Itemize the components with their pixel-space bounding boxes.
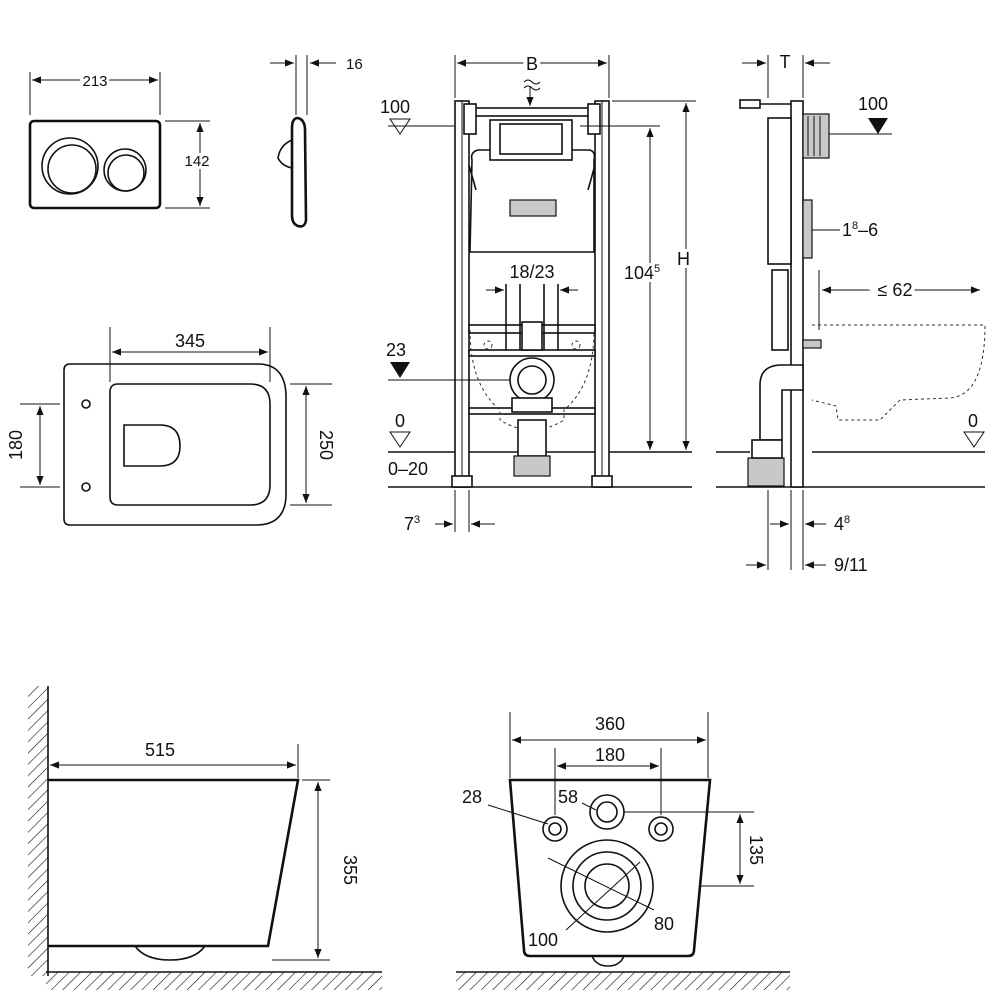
flush-plate-side-view: 16: [270, 55, 363, 228]
flush-button-large: [41, 137, 99, 195]
frame-front-level-drain: 23: [386, 340, 406, 360]
seat-inner-outline: [109, 383, 271, 506]
flush-plate-width-label: 213: [82, 73, 107, 90]
frame-side-view: T 100 18–6 ≤ 62 0 48 9/11: [716, 52, 986, 575]
foot-offset-label: 73: [404, 514, 420, 534]
frame-front-floor-range: 0–20: [388, 459, 428, 479]
drain-elbow: [509, 357, 555, 403]
side-drain-elbow: [759, 364, 804, 441]
bowl-side-view: 515 355: [28, 686, 382, 990]
brand-badge: [509, 199, 557, 217]
adjust-range-label: 18–6: [842, 220, 878, 240]
bowl-side-outline: [48, 778, 300, 948]
seat-top-view: 345 180 250: [6, 327, 336, 526]
inlet-dia-label: 58: [558, 787, 578, 807]
frame-front-level-floor: 0: [395, 411, 405, 431]
seat-depth-right-label: 250: [316, 430, 336, 460]
seat-outline: [63, 363, 287, 526]
bolt-spacing-label: 18/23: [509, 262, 554, 282]
bowl-back-outline: [508, 778, 712, 958]
frame-thickness-label: T: [780, 52, 791, 72]
cistern-body: [469, 149, 596, 253]
bowl-height-label: 355: [340, 855, 360, 885]
outlet-inner-dia-label: 80: [654, 914, 674, 934]
bowl-length-label: 515: [145, 740, 175, 760]
water-inlet: [589, 794, 625, 830]
flush-plate-front-view: 213 142: [28, 70, 213, 210]
flush-plate-height-label: 142: [184, 153, 209, 170]
frame-side-level-floor: 0: [968, 411, 978, 431]
side-offset-b-label: 9/11: [834, 555, 868, 575]
cistern-side: [767, 117, 792, 265]
bowl-back-width-label: 360: [595, 714, 625, 734]
bowl-back-height-label: 135: [746, 835, 766, 865]
frame-height-label: H: [677, 249, 690, 269]
bowl-max-projection-label: ≤ 62: [878, 280, 913, 300]
bowl-back-view: 360 180 28 58 135 80 100: [456, 712, 790, 990]
flush-plate-depth-label: 16: [346, 56, 363, 73]
outlet-inner: [584, 863, 630, 909]
flush-plate-outline: [28, 119, 162, 210]
frame-width-label: B: [526, 54, 538, 74]
frame-front-view: B 100 23 0 0–20 18/23 1045 H 73: [380, 50, 696, 534]
bowl-back-bolt-spacing-label: 180: [595, 745, 625, 765]
seat-width-label: 345: [175, 331, 205, 351]
seat-depth-left-label: 180: [6, 430, 26, 460]
frame-front-level-top: 100: [380, 97, 410, 117]
frame-height-main: 1045: [624, 263, 660, 283]
outlet-outer: [560, 839, 654, 933]
outlet-outer-dia-label: 100: [528, 930, 558, 950]
bolt-hole-left: [542, 816, 568, 842]
frame-side-upright: [790, 100, 804, 488]
bolt-hole-right: [648, 816, 674, 842]
frame-side-level-top: 100: [858, 94, 888, 114]
inlet-pipe: [521, 321, 543, 351]
side-offset-a-label: 48: [834, 514, 850, 534]
drain-pipe: [517, 419, 547, 457]
bolt-hole-dia-label: 28: [462, 787, 482, 807]
seat-hinge-cover: [123, 424, 181, 467]
